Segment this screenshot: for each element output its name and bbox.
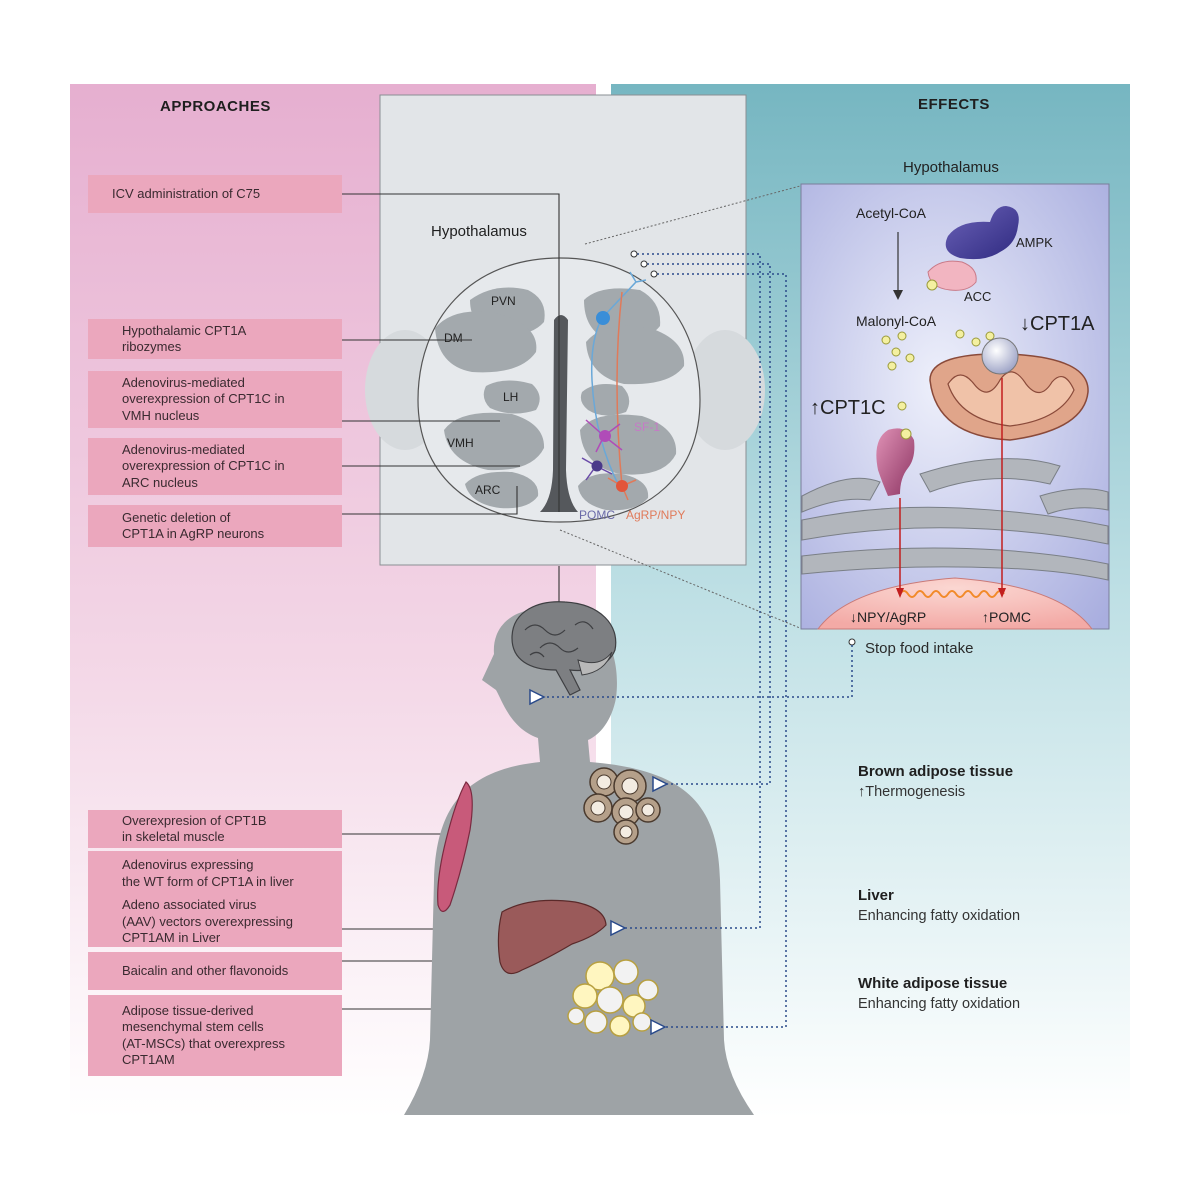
nucleus-label-lh: LH: [503, 390, 518, 404]
white-adipose-cells: [567, 959, 659, 1037]
pvn-neuron-projection: [590, 271, 647, 489]
nucleus-label-dm: DM: [444, 331, 463, 345]
tissue-links: [623, 253, 787, 1028]
nucleus: [817, 577, 1093, 630]
effect-white-adipose: White adipose tissue Enhancing fatty oxi…: [858, 975, 1020, 1012]
mitochondrion: [929, 353, 1089, 441]
lh-nucleus: [483, 380, 540, 414]
acc-molecule: [926, 279, 938, 291]
effect-description: Enhancing fatty oxidation: [858, 996, 1021, 1012]
approach-text: Genetic deletion of CPT1A in AgRP neuron…: [122, 509, 265, 542]
liver-target-arrow: [610, 919, 627, 937]
pomc-neuron: [591, 460, 603, 472]
agrp-projection: [616, 291, 623, 487]
acetyl-malonyl-arrowhead: [893, 290, 903, 300]
link-origin-circle: [848, 638, 856, 646]
neuron-label-sf1: SF-1: [634, 420, 660, 434]
nucleus-label-vmh: VMH: [447, 436, 474, 450]
approach-text: Baicalin and other flavonoids: [122, 962, 289, 978]
effect-brown-adipose: Brown adipose tissue ↑Thermogenesis: [858, 763, 1013, 800]
effects-header: EFFECTS: [918, 96, 990, 113]
vmh-nucleus: [444, 412, 545, 471]
background-brain-shape: [685, 330, 765, 450]
bat-target-arrow: [652, 775, 669, 793]
effect-description: ↑Thermogenesis: [858, 784, 966, 800]
approach-text: Adipose tissue-derived mesenchymal stem …: [122, 1002, 286, 1068]
approach-text: Adenovirus expressing the WT form of CPT…: [122, 857, 294, 889]
cpt1a-protein: [981, 337, 1019, 375]
effect-tissue-name: Liver: [858, 887, 894, 904]
acetyl-coa-label: Acetyl-CoA: [856, 205, 927, 221]
approach-box-msc: Adipose tissue-derived mesenchymal stem …: [88, 995, 342, 1076]
acc-protein: [927, 260, 977, 291]
approach-text: Overexpresion of CPT1B in skeletal muscl…: [122, 812, 267, 845]
acc-label: ACC: [964, 289, 991, 304]
approaches-header: APPROACHES: [160, 98, 271, 115]
agrp-neuron: [616, 480, 628, 492]
link-origin-circles: [630, 250, 658, 278]
brain-feedback-link: [540, 645, 853, 698]
approach-box-arc: Adenovirus-mediated overexpression of CP…: [88, 438, 342, 495]
brain: [511, 601, 617, 696]
sf1-neuron: [599, 430, 611, 442]
approach-text: Hypothalamic CPT1A ribozymes: [122, 322, 247, 355]
approach-box-ribozymes: Hypothalamic CPT1A ribozymes: [88, 319, 342, 359]
approach-text: Adeno associated virus (AAV) vectors ove…: [122, 897, 293, 945]
approach-box-vmh: Adenovirus-mediated overexpression of CP…: [88, 371, 342, 428]
ampk-label: AMPK: [1016, 235, 1053, 250]
approach-text: ICV administration of C75: [112, 185, 261, 201]
approach-box-liver: Adenovirus expressing the WT form of CPT…: [88, 851, 342, 947]
approach-box-baicalin: Baicalin and other flavonoids: [88, 952, 342, 990]
approach-box-cpt1b: Overexpresion of CPT1B in skeletal muscl…: [88, 810, 342, 848]
arc-nucleus: [465, 471, 539, 509]
ampk-protein: [945, 206, 1019, 260]
cpt1a-label: ↓CPT1A: [1020, 313, 1095, 335]
cpt1a-nucleus-arrowhead: [998, 588, 1006, 598]
dna-strand: [899, 590, 1005, 598]
nucleus-label-arc: ARC: [475, 483, 501, 497]
wat-target-arrow: [650, 1018, 667, 1036]
hypothalamus-section-title: Hypothalamus: [431, 223, 527, 240]
cpt1c-bound-molecule: [900, 428, 912, 440]
approach-text: Adenovirus-mediated overexpression of CP…: [122, 441, 285, 490]
effect-tissue-name: Brown adipose tissue: [858, 763, 1014, 780]
malonyl-coa-label: Malonyl-CoA: [856, 313, 937, 329]
nucleus-label-pvn: PVN: [491, 294, 516, 308]
sf1-dendrites: [585, 419, 623, 453]
approach-text: Adenovirus-mediated overexpression of CP…: [122, 374, 285, 423]
pvn-neuron: [596, 311, 610, 325]
pomc-label: ↑POMC: [982, 609, 1031, 625]
brown-adipose-cells: [583, 767, 661, 845]
right-dm: [586, 325, 685, 385]
skeletal-muscle: [437, 781, 473, 913]
cpt1c-protein: [876, 428, 915, 496]
right-vmh: [580, 414, 677, 475]
neuron-label-agrp: AgRP/NPY: [626, 508, 685, 522]
effect-liver: Liver Enhancing fatty oxidation: [858, 887, 1020, 924]
tissue-target-arrows: [610, 775, 669, 1036]
effect-tissue-name: White adipose tissue: [858, 975, 1008, 992]
zoom-guide-line: [584, 185, 801, 245]
dm-nucleus: [435, 311, 537, 373]
neurons: [581, 271, 647, 501]
cpt1c-label: ↑CPT1C: [810, 397, 886, 419]
cpt1c-nucleus-arrowhead: [896, 588, 904, 598]
stop-food-intake-label: Stop food intake: [865, 640, 974, 657]
human-body: [404, 607, 754, 1115]
endoplasmic-reticulum: [801, 458, 1109, 581]
neuron-label-pomc: POMC: [579, 508, 615, 522]
approach-box-icv: ICV administration of C75: [88, 175, 342, 213]
approach-box-agrp: Genetic deletion of CPT1A in AgRP neuron…: [88, 505, 342, 547]
malonyl-coa-molecules: [881, 329, 995, 411]
liver: [497, 899, 607, 975]
effect-description: Enhancing fatty oxidation: [858, 908, 1021, 924]
effects-hypothalamus-title: Hypothalamus: [903, 159, 999, 176]
brain-target-arrow: [529, 688, 546, 706]
npy-agrp-label: ↓NPY/AgRP: [850, 609, 926, 625]
